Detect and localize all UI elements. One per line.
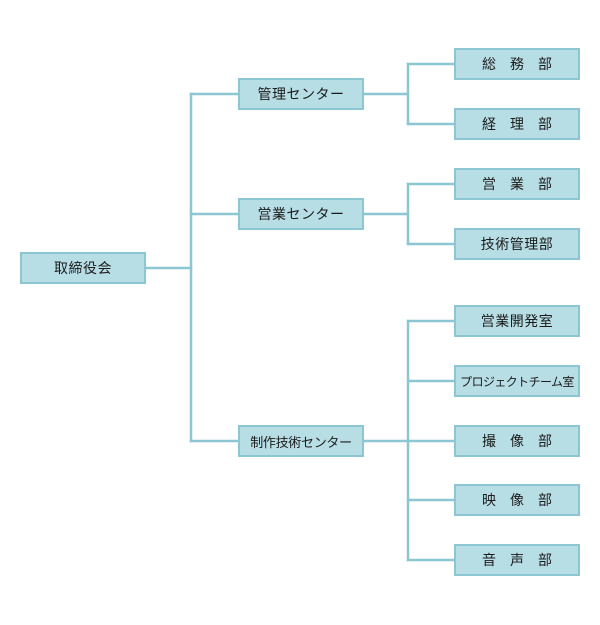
general-affairs-dept-box: 総 務 部 bbox=[454, 48, 580, 80]
sales-development-office-box: 営業開発室 bbox=[454, 305, 580, 337]
technical-management-dept-box: 技術管理部 bbox=[454, 228, 580, 260]
audio-dept-box: 音 声 部 bbox=[454, 544, 580, 576]
management-center-box: 管理センター bbox=[238, 78, 364, 110]
video-dept-box: 映 像 部 bbox=[454, 484, 580, 516]
sales-center-box: 営業センター bbox=[238, 198, 364, 230]
accounting-dept-box: 経 理 部 bbox=[454, 108, 580, 140]
project-team-office-box: プロジェクトチーム室 bbox=[454, 365, 580, 397]
sales-dept-box: 営 業 部 bbox=[454, 168, 580, 200]
board-of-directors-box: 取締役会 bbox=[20, 252, 146, 284]
imaging-dept-box: 撮 像 部 bbox=[454, 425, 580, 457]
production-technology-center-box: 制作技術センター bbox=[238, 425, 364, 457]
